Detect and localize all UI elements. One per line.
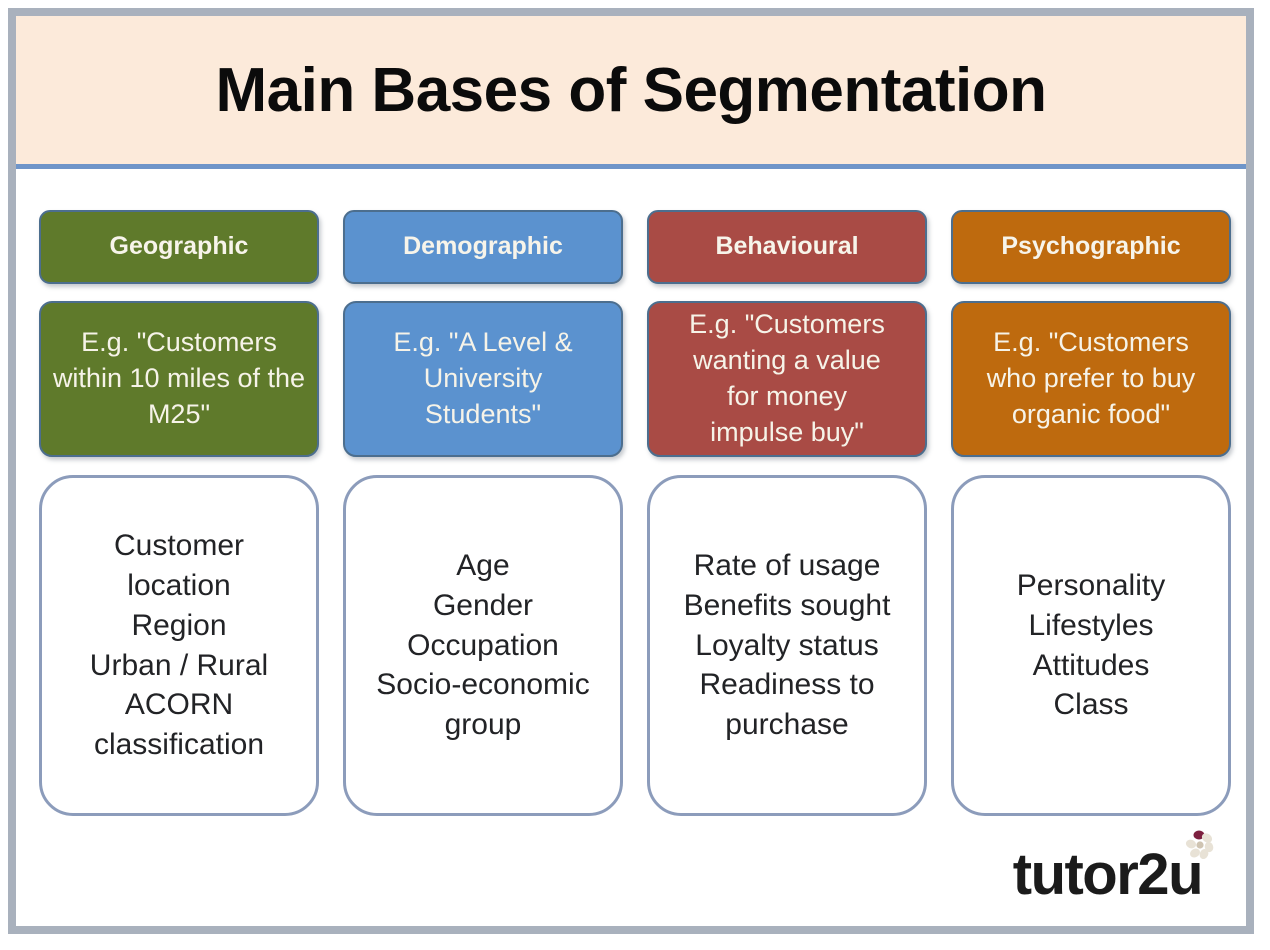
segmentation-columns: Geographic E.g. "Customers within 10 mil…	[39, 210, 1231, 850]
title-banner: Main Bases of Segmentation	[16, 16, 1246, 164]
column-header-demographic[interactable]: Demographic	[343, 210, 623, 284]
column-geographic: Geographic E.g. "Customers within 10 mil…	[39, 210, 319, 850]
flower-icon	[1185, 830, 1214, 860]
column-example-label: E.g. "A Level & University Students"	[393, 327, 573, 429]
title-divider	[16, 164, 1246, 169]
page-title: Main Bases of Segmentation	[215, 55, 1047, 125]
column-detail-label: Personality Lifestyles Attitudes Class	[1016, 568, 1166, 722]
column-example-psychographic[interactable]: E.g. "Customers who prefer to buy organi…	[951, 301, 1231, 457]
column-example-label: E.g. "Customers within 10 miles of the M…	[52, 327, 306, 429]
column-example-behavioural[interactable]: E.g. "Customers wanting a value for mone…	[647, 301, 927, 457]
tutor2u-logo: tutor2u	[986, 826, 1216, 908]
column-header-geographic[interactable]: Geographic	[39, 210, 319, 284]
column-detail-psychographic[interactable]: Personality Lifestyles Attitudes Class	[951, 475, 1231, 816]
column-detail-geographic[interactable]: Customer location Region Urban / Rural A…	[39, 475, 319, 816]
column-detail-behavioural[interactable]: Rate of usage Benefits sought Loyalty st…	[647, 475, 927, 816]
column-psychographic: Psychographic E.g. "Customers who prefer…	[951, 210, 1231, 850]
column-example-demographic[interactable]: E.g. "A Level & University Students"	[343, 301, 623, 457]
column-detail-label: Age Gender Occupation Socio-economic gro…	[376, 548, 590, 742]
column-header-label: Behavioural	[715, 232, 859, 261]
slide-frame: Main Bases of Segmentation Geographic E.…	[8, 8, 1254, 934]
tutor2u-wordmark: tutor2u	[1012, 842, 1204, 907]
column-example-label: E.g. "Customers wanting a value for mone…	[689, 309, 885, 447]
column-header-psychographic[interactable]: Psychographic	[951, 210, 1231, 284]
column-detail-label: Customer location Region Urban / Rural A…	[89, 528, 269, 762]
column-header-behavioural[interactable]: Behavioural	[647, 210, 927, 284]
column-behavioural: Behavioural E.g. "Customers wanting a va…	[647, 210, 927, 850]
column-header-label: Demographic	[403, 232, 563, 261]
column-header-label: Psychographic	[1001, 232, 1181, 261]
column-header-label: Geographic	[109, 232, 249, 261]
column-example-geographic[interactable]: E.g. "Customers within 10 miles of the M…	[39, 301, 319, 457]
column-demographic: Demographic E.g. "A Level & University S…	[343, 210, 623, 850]
column-detail-label: Rate of usage Benefits sought Loyalty st…	[683, 548, 891, 742]
column-example-label: E.g. "Customers who prefer to buy organi…	[986, 327, 1196, 429]
column-detail-demographic[interactable]: Age Gender Occupation Socio-economic gro…	[343, 475, 623, 816]
